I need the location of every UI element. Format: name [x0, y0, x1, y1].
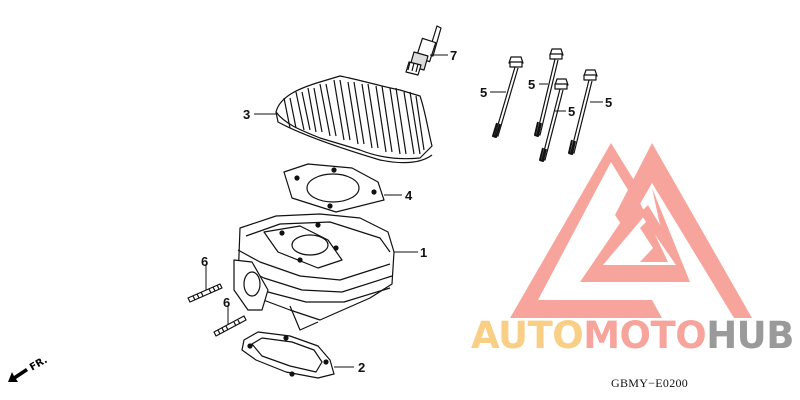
flange-bolts-drawing: [490, 48, 603, 162]
base-gasket-drawing: [241, 331, 354, 379]
callout-3: 3: [243, 107, 251, 122]
callout-7: 7: [450, 48, 458, 63]
callout-2: 2: [358, 360, 366, 375]
cylinder-drawing: [233, 213, 418, 331]
callout-1: 1: [420, 245, 428, 260]
spark-plug-drawing: [405, 25, 448, 76]
head-gasket-drawing: [283, 163, 402, 213]
callout-5b: 5: [528, 77, 536, 92]
callout-6a: 6: [201, 254, 209, 269]
callout-5a: 5: [480, 85, 488, 100]
brand-hub: HUB: [706, 314, 794, 357]
callout-6b: 6: [223, 295, 231, 310]
front-direction-arrow-icon: [8, 368, 28, 382]
callout-4: 4: [405, 188, 413, 203]
callout-5d: 5: [605, 95, 613, 110]
brand-auto: AUTO: [471, 314, 584, 357]
cylinder-head-drawing: [254, 75, 433, 164]
diagram-code: GBMY−E0200: [611, 376, 689, 390]
brand-moto: MOTO: [583, 314, 707, 357]
stud-bolts-drawing: [187, 264, 247, 337]
callout-5c: 5: [568, 104, 576, 119]
watermark-brand-text: AUTOMOTOHUB: [471, 316, 794, 356]
